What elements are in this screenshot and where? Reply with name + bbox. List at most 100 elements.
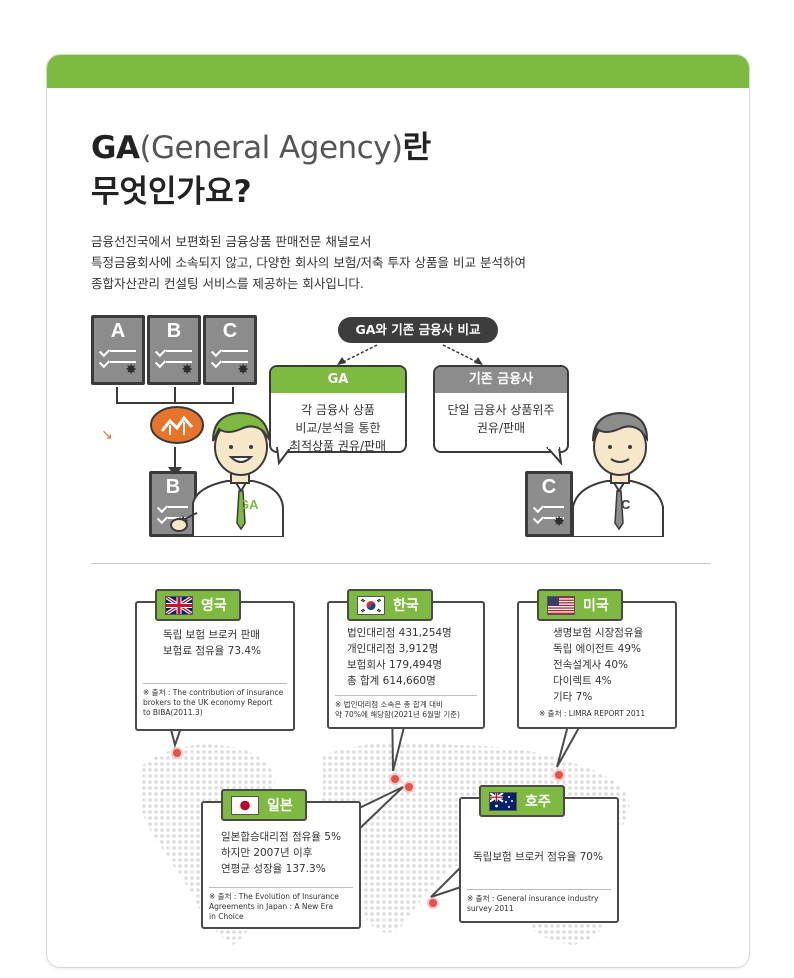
country-source-note: ※ 법인대리점 소속은 총 합계 대비 약 70%에 해당함(2021년 6월말… — [335, 695, 477, 720]
doc-letter: C — [541, 476, 557, 498]
doc-letter: B — [165, 476, 181, 498]
stat-line: 독립 보험 브로커 판매 — [163, 629, 260, 641]
note-line: ※ 출처 : The Evolution of Insurance — [209, 892, 339, 901]
title-suffix: 란 — [402, 130, 432, 166]
country-source-note: ※ 출처 : LIMRA REPORT 2011 — [539, 709, 669, 719]
legacy-bubble-body: 단일 금융사 상품위주 권유/판매 — [435, 393, 567, 437]
ga-bubble-body: 각 금융사 상품 비교/분석을 통한 최적상품 권유/판매 — [271, 393, 405, 455]
intro-line: 금융선진국에서 보편화된 금융상품 판매전문 채널로서 — [91, 234, 372, 249]
stat-line: 하지만 2007년 이후 — [221, 847, 313, 859]
country-card-australia: 호주 독립보험 브로커 점유율 70% ※ 출처 : General insur… — [459, 785, 619, 923]
country-card-japan: 일본 일본합승대리점 점유율 5% 하지만 2007년 이후 연평균 성장율 1… — [201, 789, 361, 929]
country-source-note: ※ 출처 : The contribution of insurance bro… — [143, 683, 287, 718]
ga-bubble-head: GA — [271, 367, 405, 393]
legacy-bubble-tail — [546, 447, 563, 465]
japan-flag-icon — [231, 795, 259, 815]
intro-text: 금융선진국에서 보편화된 금융상품 판매전문 채널로서 특정금융회사에 소속되지… — [91, 231, 526, 294]
page-title: GA(General Agency)란 — [91, 127, 431, 169]
info-card: GA(General Agency)란 무엇인가요? 금융선진국에서 보편화된 … — [46, 54, 750, 968]
title-light: (General Agency) — [139, 130, 403, 166]
note-line: ※ 법인대리점 소속은 총 합계 대비 — [335, 700, 443, 709]
section-divider — [91, 563, 711, 564]
stat-line: 보험회사 179,494명 — [347, 659, 443, 671]
country-stats: 법인대리점 431,254명 개인대리점 3,912명 보험회사 179,494… — [347, 625, 483, 689]
callout-tails — [162, 698, 596, 898]
comparison-arrows — [336, 344, 484, 366]
uk-flag-icon — [165, 595, 193, 615]
doc-letter: C — [222, 320, 238, 342]
country-stats: 독립 보험 브로커 판매 보험료 점유율 73.4% — [163, 627, 293, 659]
uk-pin — [171, 747, 183, 759]
stat-line: 독립보험 브로커 점유율 70% — [473, 851, 603, 863]
note-line: 약 70%에 해당함(2021년 6월말 기준) — [335, 710, 460, 719]
country-name: 영국 — [201, 598, 227, 614]
stat-line: 개인대리점 3,912명 — [347, 643, 439, 655]
country-source-note: ※ 출처 : The Evolution of Insurance Agreem… — [209, 887, 353, 922]
note-line: ※ 출처 : LIMRA REPORT 2011 — [539, 709, 646, 718]
stat-line: 보험료 점유율 73.4% — [163, 645, 261, 657]
stat-line: 총 합계 614,660명 — [347, 675, 436, 687]
seal-icon: ✸ — [553, 514, 565, 530]
analysis-icon — [150, 406, 204, 444]
card-top-bar — [47, 55, 749, 88]
stat-line: 법인대리점 431,254명 — [347, 627, 452, 639]
stat-line: 기타 7% — [553, 691, 593, 703]
stat-line: 일본합승대리점 점유율 5% — [221, 831, 341, 843]
seal-icon: ✸ — [125, 362, 137, 378]
country-source-note: ※ 출처 : General insurance industry survey… — [467, 889, 611, 914]
japan-pin — [403, 781, 415, 793]
country-card-usa: 미국 생명보험 시장점유율 독립 에이전트 49% 전속설계사 40% 다이렉트… — [517, 589, 677, 729]
seal-icon: ✸ — [181, 362, 193, 378]
intro-line: 종합자산관리 컨설팅 서비스를 제공하는 회사입니다. — [91, 276, 364, 291]
product-doc-c: C ✸ — [203, 315, 257, 385]
bubble-line: 단일 금융사 상품위주 — [447, 403, 555, 417]
intro-line: 특정금융회사에 소속되지 않고, 다양한 회사의 보험/저축 투자 상품을 비교… — [91, 255, 526, 270]
country-card-korea: 한국 법인대리점 431,254명 개인대리점 3,912명 보험회사 179,… — [327, 589, 485, 729]
note-line: ※ 출처 : The contribution of insurance — [143, 688, 284, 697]
country-tab-usa: 미국 — [537, 589, 623, 621]
bubble-line: 권유/판매 — [476, 421, 526, 435]
note-line: Agreements in Japan : A New Era — [209, 902, 334, 911]
stat-line: 다이렉트 4% — [553, 675, 612, 687]
country-name: 호주 — [525, 794, 551, 810]
australia-pin — [427, 897, 439, 909]
country-stats: 독립보험 브로커 점유율 70% — [473, 849, 617, 865]
legacy-doc-c: C ✸ — [525, 471, 573, 537]
legacy-bubble: 기존 금융사 단일 금융사 상품위주 권유/판매 — [433, 365, 569, 453]
doc-letter: A — [110, 320, 126, 342]
stat-line: 독립 에이전트 49% — [553, 643, 641, 655]
stat-line: 전속설계사 40% — [553, 659, 628, 671]
product-doc-b: B ✸ — [147, 315, 201, 385]
comparison-label: GA와 기존 금융사 비교 — [338, 317, 498, 343]
doc-letter: B — [166, 320, 182, 342]
note-line: ※ 출처 : General insurance industry — [467, 894, 599, 903]
country-tab-japan: 일본 — [221, 789, 307, 821]
country-tab-australia: 호주 — [479, 785, 565, 817]
ga-bubble: GA 각 금융사 상품 비교/분석을 통한 최적상품 권유/판매 — [269, 365, 407, 453]
ga-badge: GA — [239, 497, 259, 512]
note-line: to BIBA(2011.3) — [143, 708, 203, 717]
usa-pin — [553, 769, 565, 781]
stat-line: 생명보험 시장점유율 — [553, 627, 644, 639]
australia-flag-icon — [489, 791, 517, 811]
country-name: 미국 — [583, 598, 609, 614]
product-doc-a: A ✸ — [91, 315, 145, 385]
page-subtitle: 무엇인가요? — [91, 174, 252, 210]
ga-agent-illustration — [170, 411, 284, 537]
stat-line: 연평균 성장율 137.3% — [221, 863, 326, 875]
country-stats: 생명보험 시장점유율 독립 에이전트 49% 전속설계사 40% 다이렉트 4%… — [553, 625, 675, 705]
legacy-bubble-head: 기존 금융사 — [435, 367, 567, 393]
korea-flag-icon — [357, 595, 385, 615]
note-line: in Choice — [209, 912, 244, 921]
country-card-uk: 영국 독립 보험 브로커 판매 보험료 점유율 73.4% ※ 출처 : The… — [135, 589, 295, 731]
ga-bubble-tail — [276, 447, 292, 465]
bubble-line: 비교/분석을 통한 — [295, 421, 381, 435]
title-bold: GA — [91, 130, 140, 166]
bubble-line: 각 금융사 상품 — [301, 403, 375, 417]
korea-pin — [389, 773, 401, 785]
bubble-line: 최적상품 권유/판매 — [289, 439, 387, 453]
note-line: brokers to the UK economy Report — [143, 698, 273, 707]
svg-text:↘: ↘ — [101, 427, 113, 443]
legacy-badge: C — [621, 497, 631, 512]
country-tab-korea: 한국 — [347, 589, 433, 621]
